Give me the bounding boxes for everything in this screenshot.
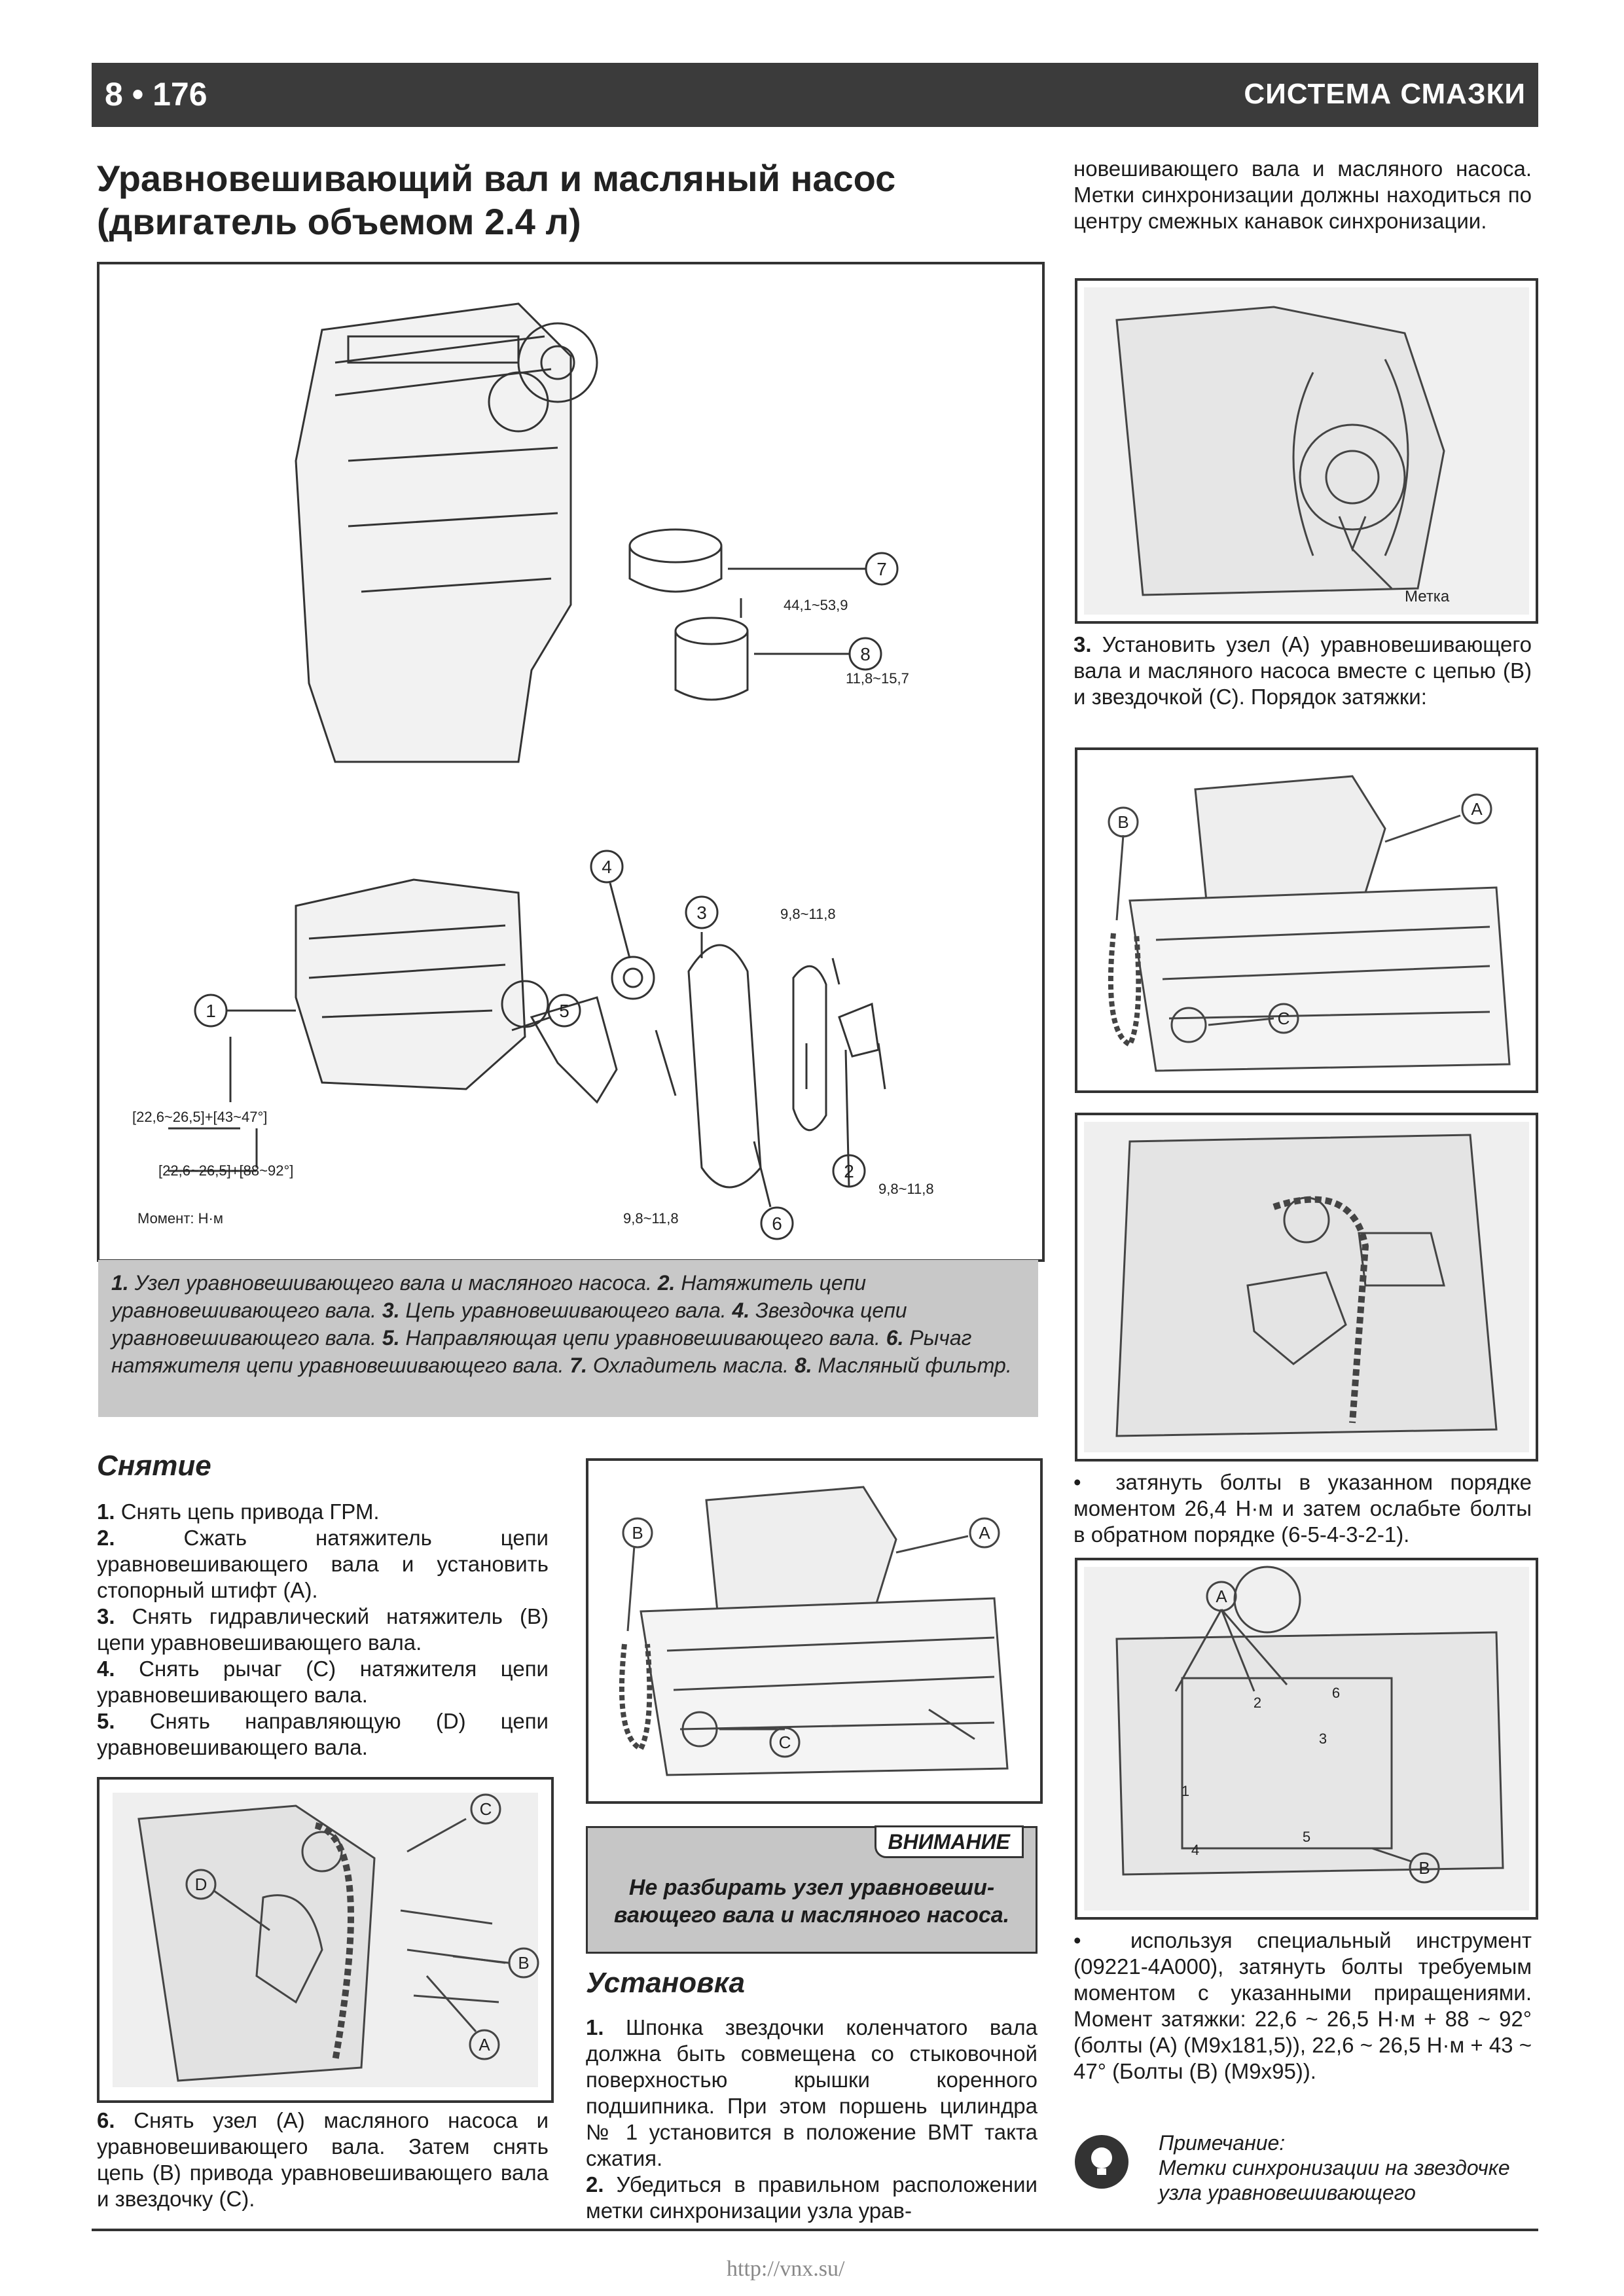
warning-text: Не разбирать узел уравновеши- вающего ва… (613, 1875, 1010, 1928)
list-item: 3. Снять гидравлический натяжитель (В) ц… (97, 1604, 549, 1655)
note-block: Примечание: Метки синхронизации на звезд… (1159, 2130, 1535, 2205)
callout-1: 1 (206, 1001, 216, 1021)
bolt-order-figure: A B 1 2 3 4 5 6 (1075, 1558, 1538, 1920)
bullet-special-tool: • используя специальный инструмент (0922… (1074, 1928, 1532, 2083)
callout-7: 7 (876, 559, 887, 579)
install-step-3: 3. Установить узел (А) уравновешивающего… (1074, 632, 1532, 709)
list-item: 1. Шпонка звездочки коленчатого вала дол… (586, 2015, 1038, 2170)
page-number: 8 • 176 (105, 76, 208, 113)
torque-bolt-short: [22,6~26,5]+[43~47°] (132, 1109, 267, 1125)
callout-2: 2 (844, 1161, 854, 1181)
list-item: 4. Снять рычаг (С) натяжителя цепи уравн… (97, 1657, 549, 1707)
mark-label: Метка (1405, 588, 1450, 605)
callout-3: 3 (696, 903, 707, 923)
balance-shaft-assembly-figure: B A C (586, 1458, 1043, 1804)
bolt-order-2: 2 (1254, 1695, 1261, 1711)
page-header-bar (92, 63, 1538, 127)
install-label-c: C (1278, 1009, 1290, 1028)
note-text: Метки синхронизации на звездочке узла ур… (1159, 2156, 1510, 2204)
torque-lever-bolt: 9,8~11,8 (623, 1210, 679, 1227)
removal-heading: Снятие (97, 1450, 211, 1482)
bolt-label-b: B (1418, 1858, 1430, 1878)
install-assembly-figure: B A C (1075, 747, 1538, 1093)
install-heading: Установка (586, 1967, 746, 1999)
torque-tensioner: 9,8~11,8 (780, 906, 836, 922)
bullet-icon: • (1074, 1928, 1130, 1952)
install-label-a: A (1471, 799, 1483, 819)
torque-tensioner-bolt: 9,8~11,8 (878, 1181, 934, 1197)
warning-box: ВНИМАНИЕ Не разбирать узел уравновеши- в… (586, 1825, 1038, 1954)
page-title: Уравновешивающий вал и масляный насос (д… (97, 158, 896, 242)
note-title: Примечание: (1159, 2131, 1286, 2155)
footer-url[interactable]: http://vnx.su/ (727, 2257, 845, 2281)
center-label-b: B (632, 1523, 643, 1543)
lightbulb-icon (1075, 2135, 1128, 2189)
timing-mark-figure: Метка (1075, 278, 1538, 624)
bolt-order-6: 6 (1332, 1685, 1340, 1701)
removal-label-b: B (518, 1953, 529, 1973)
right-continuation-text: новешивающего вала и масляного насоса. М… (1074, 156, 1532, 233)
warning-label: ВНИМАНИЕ (874, 1825, 1024, 1858)
callout-4: 4 (602, 857, 612, 877)
bolt-order-3: 3 (1319, 1731, 1327, 1747)
removal-label-d: D (195, 1874, 208, 1894)
removal-label-c: C (480, 1799, 492, 1819)
torque-bolt-long: [22,6~26,5]+[88~92°] (158, 1162, 293, 1179)
bolt-order-1: 1 (1182, 1783, 1189, 1799)
footer-rule (92, 2229, 1538, 2231)
main-exploded-diagram: 7 8 1 2 3 4 5 6 44,1~53,9 11,8~15,7 9,8~… (97, 262, 1045, 1262)
install-steps: 1. Шпонка звездочки коленчатого вала дол… (586, 2015, 1038, 2224)
list-item: 1. Снять цепь привода ГРМ. (97, 1499, 380, 1524)
callout-5: 5 (559, 1001, 569, 1021)
bolt-order-4: 4 (1191, 1842, 1199, 1858)
callout-8: 8 (860, 644, 871, 664)
list-item: 2. Убедиться в правильном расположении м… (586, 2172, 1038, 2223)
figure-caption: 1. Узел уравновешивающего вала и масляно… (98, 1260, 1038, 1417)
center-label-a: A (979, 1523, 990, 1543)
torque-units-label: Момент: Н·м (137, 1210, 223, 1227)
removal-label-a: A (478, 2035, 490, 2054)
install-label-b: B (1117, 812, 1128, 832)
torque-cooler-bolt: 44,1~53,9 (784, 597, 848, 613)
torque-oil-filter: 11,8~15,7 (846, 670, 909, 687)
list-item: 5. Снять направляющую (D) цепи уравновеш… (97, 1709, 549, 1759)
bolt-label-a: A (1216, 1587, 1227, 1606)
bullet-tighten-sequence: • затянуть болты в указанном порядке мом… (1074, 1470, 1532, 1547)
callout-6: 6 (772, 1213, 782, 1234)
removal-photo-figure: C D B A (97, 1777, 554, 2103)
list-item: 2. Сжать натяжитель цепи уравновешивающе… (97, 1526, 549, 1602)
section-title: СИСТЕМА СМАЗКИ (1244, 78, 1526, 110)
bullet-icon: • (1074, 1470, 1116, 1494)
removal-steps: 1. Снять цепь привода ГРМ. 2. Сжать натя… (97, 1499, 549, 1761)
chain-tensioner-figure (1075, 1113, 1538, 1462)
bolt-order-5: 5 (1303, 1829, 1310, 1845)
center-label-c: C (779, 1732, 791, 1752)
removal-step-6: 6. Снять узел (А) масляного насоса и ура… (97, 2108, 549, 2211)
